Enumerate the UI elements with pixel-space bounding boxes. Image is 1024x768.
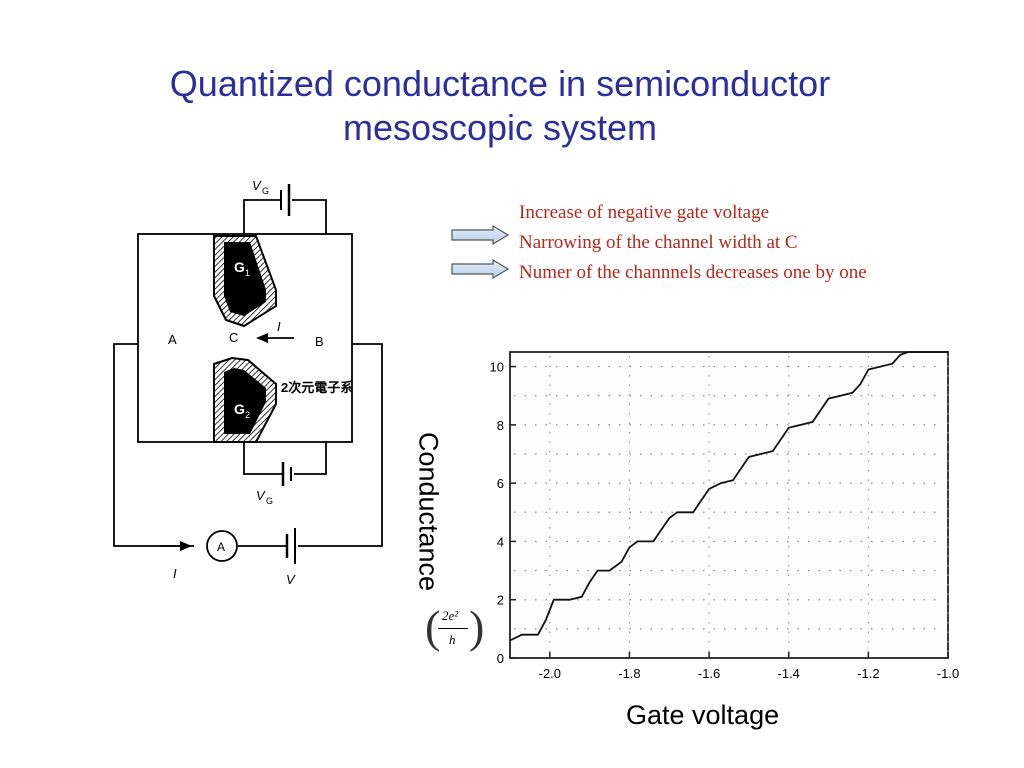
slide-title: Quantized conductance in semiconductor m…: [0, 62, 1000, 150]
fraction-bar: [438, 628, 468, 629]
unit-denominator: h: [449, 632, 456, 647]
x-tick-label: -2.0: [539, 666, 561, 681]
note-item: Increase of negative gate voltage: [519, 202, 770, 223]
y-tick-label: 2: [497, 593, 504, 608]
current-label: I: [277, 319, 281, 334]
electron-system-label: 2次元電子系: [281, 380, 353, 395]
y-tick-label: 4: [497, 534, 504, 549]
note-item: Numer of the channnels decreases one by …: [519, 262, 867, 283]
x-tick-label: -1.8: [618, 666, 640, 681]
title-line-1: Quantized conductance in semiconductor: [169, 63, 831, 104]
unit-numerator: 2e²: [442, 608, 459, 623]
g2-label: G: [234, 401, 245, 417]
y-tick-label: 10: [490, 360, 504, 375]
vg-bottom-label: V: [256, 488, 266, 503]
current-arrow-icon: [180, 541, 192, 551]
circuit-diagram: [113, 184, 383, 564]
paren-right-icon: ): [469, 601, 485, 652]
y-axis-unit: ( 2e² h ): [425, 601, 485, 654]
vg-top-sub: G: [262, 186, 269, 196]
x-tick-label: -1.2: [857, 666, 879, 681]
vg-top-label: V: [252, 178, 262, 193]
x-tick-label: -1.4: [778, 666, 800, 681]
x-tick-label: -1.6: [698, 666, 720, 681]
current-arrow-icon: [256, 333, 268, 343]
current-bottom-label: I: [173, 566, 177, 581]
g2-sub: 2: [245, 410, 250, 420]
x-tick-label: -1.0: [937, 666, 959, 681]
paren-left-icon: (: [425, 601, 441, 652]
conductance-chart: 0 2 4 6 8 10 -2.0 -1.8 -1.6 -1.4 -1.2 -1.0: [490, 351, 959, 681]
terminal-b-label: B: [315, 334, 324, 349]
arrow-icon: [451, 224, 510, 246]
y-axis-label: Conductance: [413, 431, 444, 592]
x-axis-label: Gate voltage: [626, 700, 780, 730]
g1-label: G: [234, 259, 245, 275]
y-tick-label: 0: [497, 651, 504, 666]
notes-list: Increase of negative gate voltage Narrow…: [519, 198, 867, 288]
ammeter-icon: [206, 530, 238, 562]
constriction-c-label: C: [229, 330, 238, 345]
g1-sub: 1: [245, 268, 250, 278]
note-item: Narrowing of the channel width at C: [519, 232, 798, 253]
series-line: [509, 351, 948, 642]
voltage-bottom-label: V: [286, 572, 296, 587]
y-tick-label: 6: [497, 476, 504, 491]
vg-bottom-sub: G: [266, 496, 273, 506]
y-tick-label: 8: [497, 418, 504, 433]
title-line-2: mesoscopic system: [342, 107, 658, 148]
terminal-a-label: A: [168, 332, 177, 347]
arrow-icon: [451, 258, 510, 280]
plot-frame: [509, 351, 949, 659]
ammeter-label: A: [217, 540, 225, 554]
